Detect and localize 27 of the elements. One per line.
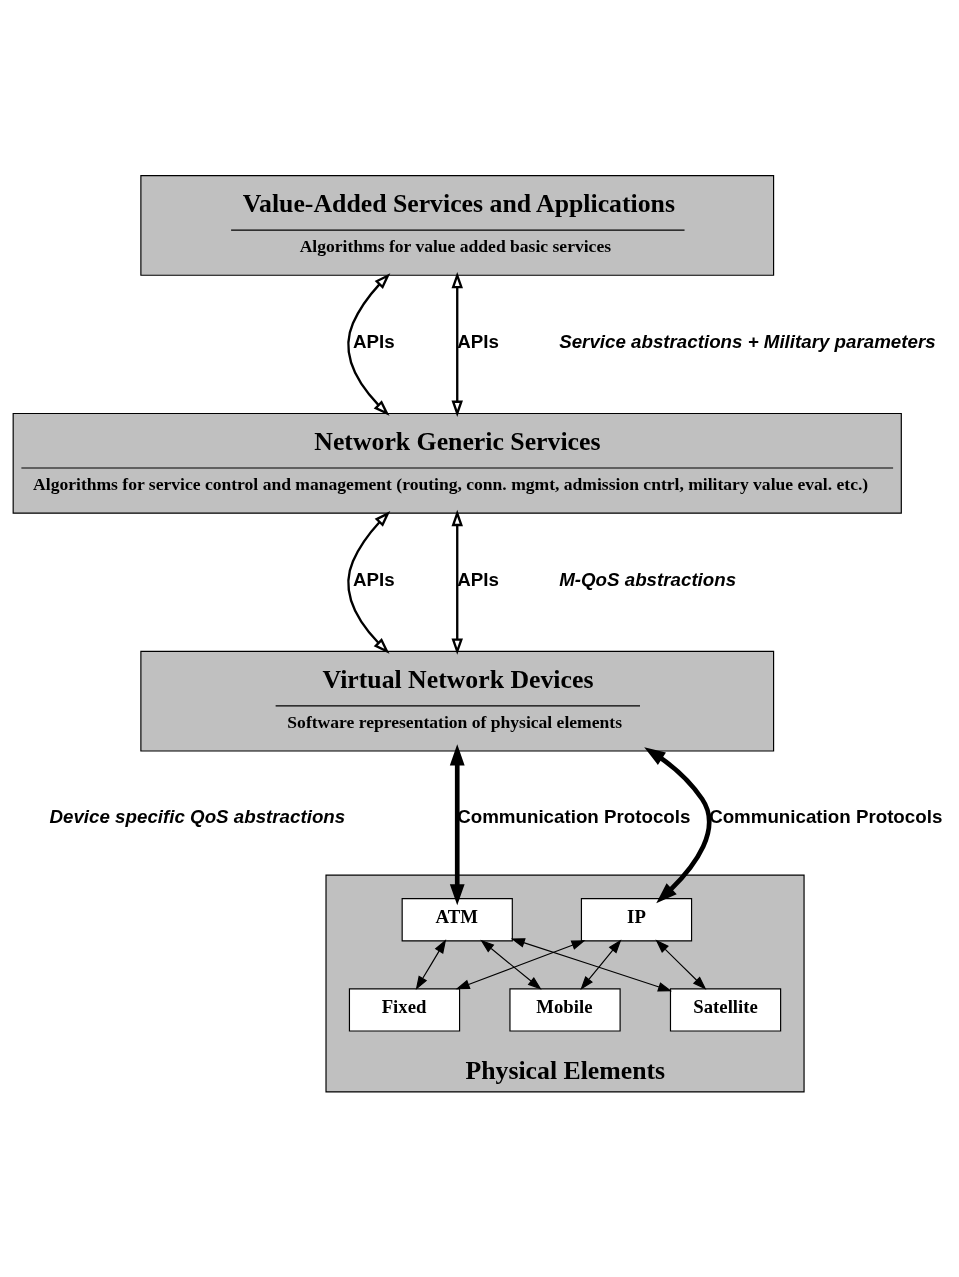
node-box: Fixed	[348, 988, 461, 1032]
label: Device specific QoS abstractions	[49, 806, 346, 828]
node-box: Virtual Network Devices Software representation of physical elements	[140, 650, 775, 752]
node-box: Value-Added Services and Applications Algorithms for value added basic services	[140, 175, 775, 276]
arrow	[415, 939, 447, 991]
arrow	[655, 939, 707, 990]
edge-label: APIs	[457, 568, 499, 590]
arrow	[480, 939, 542, 990]
node-box: IP	[580, 898, 693, 942]
label: Service abstractions + Military parameters	[559, 330, 936, 352]
edge-label: APIs	[352, 330, 395, 352]
edge-label: APIs	[352, 568, 395, 590]
arrow	[451, 271, 463, 417]
arrow	[451, 509, 463, 655]
arrow	[347, 511, 391, 654]
node-box: Mobile	[509, 988, 621, 1032]
label: M-QoS abstractions	[559, 568, 737, 590]
arrow	[347, 273, 391, 416]
node-box: Network Generic Services Algorithms for service control and management (routing, conn. mgmt, admission cntrl, military value eval. etc.)	[12, 412, 902, 514]
arrow	[580, 939, 622, 990]
node-box: ATM	[401, 898, 513, 942]
arrow	[644, 747, 712, 904]
arrow	[449, 744, 465, 906]
node-box: Satellite	[669, 988, 782, 1032]
edge-label: APIs	[457, 330, 499, 352]
arrow	[510, 938, 673, 992]
arrow	[455, 940, 586, 990]
